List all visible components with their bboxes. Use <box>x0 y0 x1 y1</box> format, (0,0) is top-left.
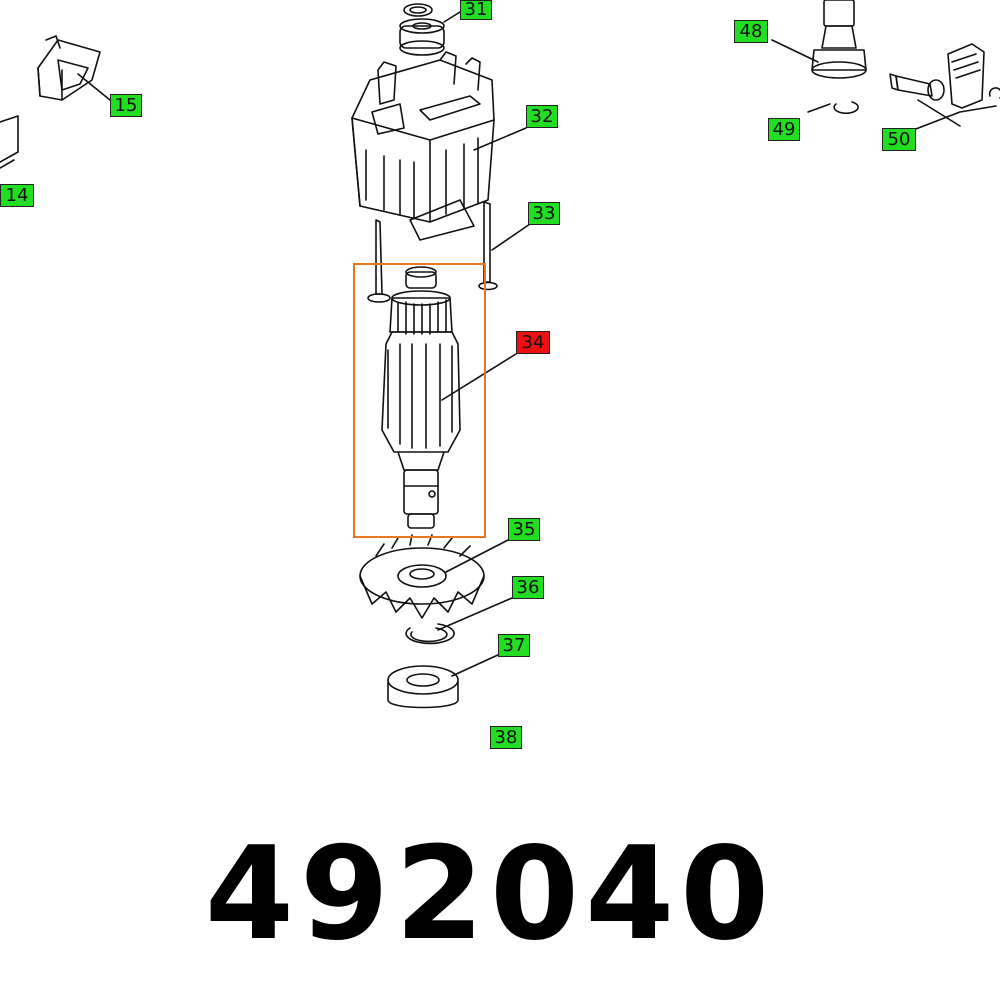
leader-line-34 <box>441 353 517 401</box>
callout-49[interactable]: 49 <box>768 118 800 141</box>
part-stator[interactable] <box>351 51 495 241</box>
part-bearing-bottom[interactable] <box>387 665 459 709</box>
part-panel[interactable] <box>0 115 19 169</box>
part-bearing-top[interactable] <box>399 18 445 56</box>
callout-50[interactable]: 50 <box>882 128 916 151</box>
callout-label: 15 <box>114 94 138 116</box>
callout-label: 34 <box>521 331 545 353</box>
part-circlip[interactable] <box>833 101 859 115</box>
part-screw-left[interactable] <box>367 219 391 303</box>
callout-32[interactable]: 32 <box>526 105 558 128</box>
part-washer[interactable] <box>403 3 433 17</box>
callout-label: 14 <box>5 184 29 206</box>
callout-15[interactable]: 15 <box>110 94 142 117</box>
callout-35[interactable]: 35 <box>508 518 540 541</box>
callout-37[interactable]: 37 <box>498 634 530 657</box>
callout-14[interactable]: 14 <box>0 184 34 207</box>
leader-line-15 <box>77 73 111 101</box>
callout-34[interactable]: 34 <box>516 331 550 354</box>
part-clip[interactable] <box>37 35 101 101</box>
part-screw-right[interactable] <box>478 201 498 291</box>
leader-line-33 <box>491 223 531 251</box>
callout-48[interactable]: 48 <box>734 20 768 43</box>
callout-31[interactable]: 31 <box>460 0 492 20</box>
selected-part-highlight <box>353 263 486 538</box>
callout-label: 50 <box>887 128 911 150</box>
part-lever[interactable] <box>947 43 1000 109</box>
leader-line-31 <box>443 11 461 23</box>
part-number: 492040 <box>204 820 776 969</box>
callout-label: 38 <box>494 726 518 748</box>
part-retaining-ring[interactable] <box>405 623 455 645</box>
leader-line-37 <box>451 653 501 677</box>
callout-33[interactable]: 33 <box>528 202 560 225</box>
leader-line-48 <box>771 39 819 63</box>
part-spindle[interactable] <box>811 0 867 79</box>
callout-label: 32 <box>530 105 554 127</box>
callout-38[interactable]: 38 <box>490 726 522 749</box>
part-armature[interactable] <box>381 266 461 529</box>
part-fan[interactable] <box>359 534 485 619</box>
callout-label: 49 <box>772 118 796 140</box>
callout-label: 31 <box>464 0 488 20</box>
callout-label: 37 <box>502 634 526 656</box>
leader-line-50 <box>907 99 997 133</box>
callout-label: 48 <box>739 20 763 42</box>
leader-line-35 <box>445 539 509 573</box>
callout-36[interactable]: 36 <box>512 576 544 599</box>
part-pin[interactable] <box>889 73 945 101</box>
callout-label: 33 <box>532 202 556 224</box>
callout-label: 36 <box>516 576 540 598</box>
leader-line-49 <box>807 103 831 113</box>
leader-line-36 <box>437 597 513 631</box>
leader-line-32 <box>473 127 527 151</box>
callout-label: 35 <box>512 518 536 540</box>
